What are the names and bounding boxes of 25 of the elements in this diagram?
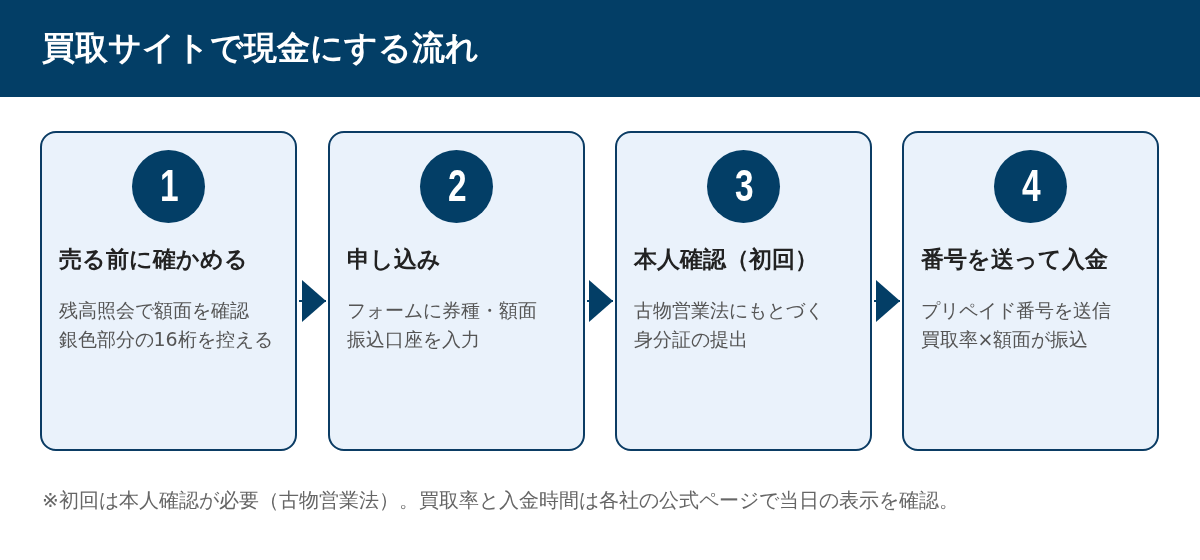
step-number: 2 <box>420 149 494 223</box>
step-number: 1 <box>132 149 206 223</box>
step-heading: 本人確認（初回） <box>633 244 818 274</box>
arrow <box>298 280 327 322</box>
step-card <box>615 131 872 451</box>
step-number: 4 <box>994 149 1068 223</box>
step-card <box>902 131 1159 451</box>
step-description: 身分証の提出 <box>633 327 748 352</box>
step-heading: 番号を送って入金 <box>920 244 1108 274</box>
step-number: 3 <box>707 149 781 223</box>
title: 買取サイトで現金にする流れ <box>42 26 479 69</box>
step-description: 買取率×額面が振込 <box>920 327 1089 352</box>
footnote: ※初回は本人確認が必要（古物営業法）。買取率と入金時間は各社の公式ページで当日の表示を確認。 <box>42 487 959 514</box>
step-description: 銀色部分の16桁を控える <box>58 327 273 352</box>
step-card <box>40 131 297 451</box>
arrow <box>873 280 901 322</box>
step-description: 残高照会で額面を確認 <box>58 298 249 323</box>
arrow <box>586 280 614 322</box>
step-card <box>328 131 585 451</box>
step-heading: 売る前に確かめる <box>58 244 248 274</box>
step-heading: 申し込み <box>346 244 441 274</box>
step-description: プリペイド番号を送信 <box>920 298 1111 323</box>
step-description: フォームに券種・額面 <box>346 298 537 323</box>
step-description: 古物営業法にもとづく <box>633 298 824 323</box>
step-description: 振込口座を入力 <box>346 327 480 352</box>
